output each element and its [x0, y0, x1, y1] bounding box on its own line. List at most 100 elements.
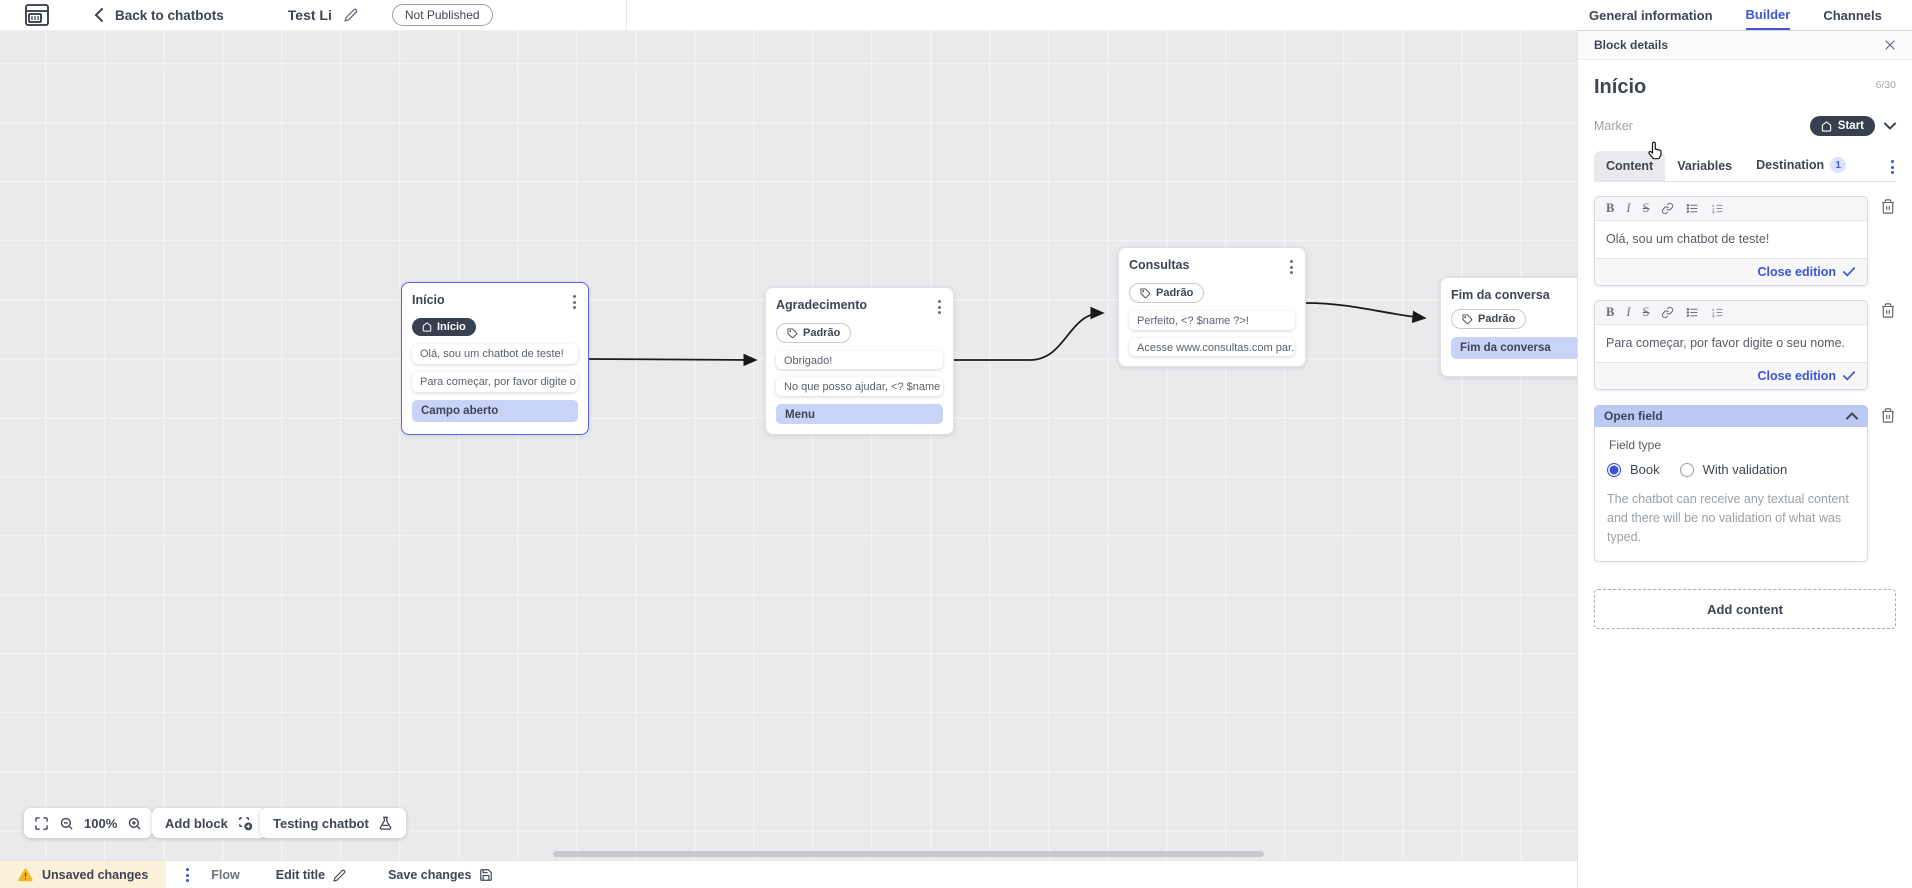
warning-icon	[18, 868, 33, 882]
block-title: Consultas	[1129, 258, 1190, 272]
block-menu-icon[interactable]	[936, 298, 943, 316]
flow-canvas[interactable]: Início Início Olá, sou um chatbot de tes…	[0, 30, 1577, 860]
chevron-up-icon	[1846, 412, 1858, 420]
tab-content[interactable]: Content	[1594, 151, 1666, 181]
flow-block-inicio[interactable]: Início Início Olá, sou um chatbot de tes…	[401, 282, 589, 435]
save-changes-button[interactable]: Save changes	[388, 868, 493, 882]
italic-icon[interactable]: I	[1626, 305, 1631, 320]
block-message-card[interactable]: Perfeito, <? $name ?>!	[1129, 311, 1295, 330]
tab-variables[interactable]: Variables	[1677, 159, 1733, 173]
block-message-card[interactable]: Obrigado!	[776, 351, 943, 370]
editor-text[interactable]: Para começar, por favor digite o seu nom…	[1595, 325, 1867, 362]
editor-toolbar: B I S	[1595, 301, 1867, 325]
link-icon[interactable]	[1661, 306, 1674, 319]
save-changes-label: Save changes	[388, 868, 472, 882]
field-type-description: The chatbot can receive any textual cont…	[1607, 492, 1849, 544]
add-block-button[interactable]: Add block	[152, 808, 267, 838]
bullet-list-icon[interactable]	[1686, 306, 1699, 319]
edit-title-icon[interactable]	[344, 8, 358, 22]
radio-with-validation-label[interactable]: With validation	[1702, 462, 1788, 477]
delete-open-field-icon[interactable]	[1880, 405, 1896, 424]
fullscreen-icon[interactable]	[34, 816, 49, 831]
tag-icon	[1462, 313, 1473, 324]
chatbot-title[interactable]: Test Li	[287, 7, 332, 23]
block-title: Fim da conversa	[1451, 288, 1550, 302]
radio-book-label[interactable]: Book	[1630, 462, 1660, 477]
flask-icon	[379, 816, 392, 830]
block-marker-default: Padrão	[1451, 309, 1527, 329]
check-icon	[1843, 371, 1855, 381]
block-name-field[interactable]: Início	[1594, 76, 1647, 98]
editor-text[interactable]: Olá, sou um chatbot de teste!	[1595, 221, 1867, 258]
builder-nav-tabs: General information Builder Channels	[1577, 0, 1912, 30]
topbar-divider	[626, 0, 627, 30]
marker-select[interactable]: Start	[1809, 116, 1875, 136]
close-icon[interactable]	[1884, 39, 1896, 51]
block-menu-icon[interactable]	[1288, 258, 1295, 276]
strikethrough-icon[interactable]: S	[1642, 305, 1650, 320]
block-marker-default: Padrão	[1129, 283, 1205, 303]
add-block-icon	[238, 816, 253, 830]
block-message-card[interactable]: Para começar, por favor digite o ...	[412, 372, 578, 392]
edit-title-button[interactable]: Edit title	[276, 868, 346, 882]
link-icon[interactable]	[1661, 202, 1674, 215]
flow-connections	[588, 302, 1427, 367]
flow-block-fim-da-conversa[interactable]: Fim da conversa Padrão Fim da conversa	[1440, 277, 1577, 377]
add-block-label: Add block	[165, 815, 228, 831]
zoom-level: 100%	[84, 815, 118, 831]
zoom-out-icon[interactable]	[59, 816, 74, 831]
panel-tabs: Content Variables Destination 1	[1594, 149, 1896, 182]
horizontal-scrollbar[interactable]	[553, 851, 1264, 857]
tab-general-information[interactable]: General information	[1589, 7, 1713, 23]
radio-with-validation[interactable]	[1679, 462, 1694, 477]
block-menu-row[interactable]: Menu	[776, 403, 943, 424]
bold-icon[interactable]: B	[1606, 305, 1615, 320]
tag-icon	[1140, 287, 1151, 298]
open-field-header[interactable]: Open field	[1594, 405, 1868, 427]
flow-view-button[interactable]: Flow	[211, 868, 240, 882]
zoom-in-icon[interactable]	[127, 816, 142, 831]
tab-builder[interactable]: Builder	[1745, 0, 1791, 30]
italic-icon[interactable]: I	[1626, 201, 1631, 216]
ordered-list-icon[interactable]	[1711, 202, 1724, 215]
message-editor[interactable]: B I S Para começar, por favor digite o s…	[1594, 300, 1868, 390]
tab-destination[interactable]: Destination 1	[1744, 149, 1858, 181]
chevron-down-icon[interactable]	[1884, 122, 1896, 130]
block-message-card[interactable]: Olá, sou um chatbot de teste!	[412, 344, 578, 364]
add-content-button[interactable]: Add content	[1594, 589, 1896, 630]
home-icon	[1821, 120, 1831, 132]
strikethrough-icon[interactable]: S	[1642, 201, 1650, 216]
pencil-icon	[333, 869, 346, 882]
app-logo-icon[interactable]	[24, 3, 50, 27]
bottom-bar-menu-icon[interactable]	[184, 866, 191, 884]
open-field-section: Open field Field type Book With validati…	[1594, 405, 1868, 563]
back-label: Back to chatbots	[115, 7, 224, 23]
testing-chatbot-button[interactable]: Testing chatbot	[260, 808, 406, 838]
flow-block-agradecimento[interactable]: Agradecimento Padrão Obrigado! No que po…	[765, 287, 954, 435]
block-details-panel: Block details Início 6/30 Marker Start C	[1577, 30, 1912, 888]
block-open-field-row[interactable]: Campo aberto	[412, 400, 578, 422]
block-menu-icon[interactable]	[571, 293, 578, 311]
block-end-row[interactable]: Fim da conversa	[1451, 337, 1577, 359]
close-edition-button[interactable]: Close edition	[1595, 362, 1867, 389]
delete-content-icon[interactable]	[1880, 196, 1896, 215]
unsaved-changes-label: Unsaved changes	[42, 868, 149, 882]
ordered-list-icon[interactable]	[1711, 306, 1724, 319]
tab-channels[interactable]: Channels	[1823, 7, 1882, 23]
close-edition-button[interactable]: Close edition	[1595, 258, 1867, 285]
panel-menu-icon[interactable]	[1889, 158, 1896, 176]
radio-book[interactable]	[1607, 462, 1621, 477]
delete-content-icon[interactable]	[1880, 300, 1896, 319]
back-to-chatbots-button[interactable]: Back to chatbots	[94, 8, 224, 23]
message-editor[interactable]: B I S Olá, sou um chatbot de teste! Clos…	[1594, 196, 1868, 286]
unsaved-changes-indicator: Unsaved changes	[0, 861, 167, 888]
field-type-label: Field type	[1609, 438, 1662, 452]
bold-icon[interactable]: B	[1606, 201, 1615, 216]
tag-icon	[787, 327, 798, 338]
block-message-card[interactable]: No que posso ajudar, <? $name ...	[776, 377, 943, 396]
check-icon	[1843, 267, 1855, 277]
flow-block-consultas[interactable]: Consultas Padrão Perfeito, <? $name ?>! …	[1118, 247, 1306, 367]
bottom-bar: Unsaved changes Flow Edit title Save cha…	[0, 860, 1577, 888]
block-message-card[interactable]: Acesse www.consultas.com par...	[1129, 337, 1295, 356]
bullet-list-icon[interactable]	[1686, 202, 1699, 215]
